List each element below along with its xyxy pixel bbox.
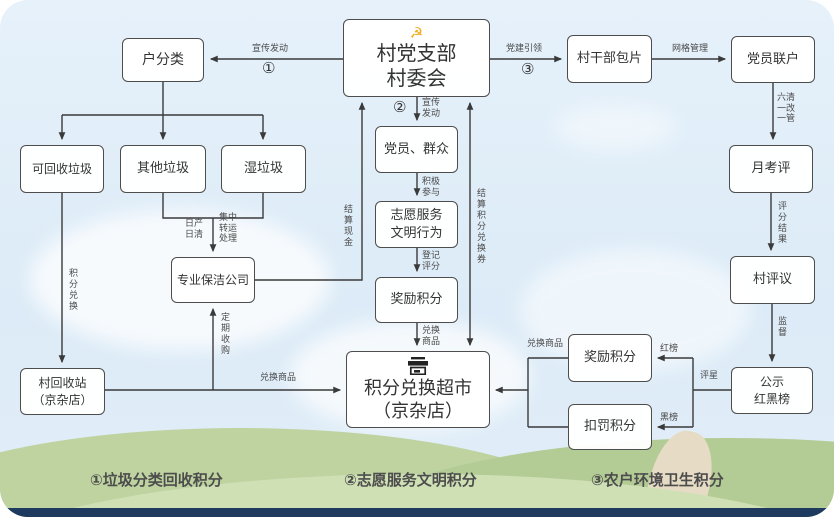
circled-number-3: ③ (521, 60, 535, 78)
node-red-black-list: 公示 红黑榜 (731, 367, 813, 414)
flow-arrows (58, 55, 777, 431)
legend-item-2: ②志愿服务文明积分 (344, 471, 477, 489)
edge-label-promo-center: 宣传发动 (421, 98, 440, 119)
volunteer-line1: 志愿服务 (390, 207, 443, 223)
edge-label-six-clean: 六清一改一管 (776, 93, 795, 124)
edge-label-settle-cash: 结算现金 (342, 204, 352, 248)
party-branch-line2: 村委会 (386, 65, 447, 90)
edge-label-active-join: 积极参与 (421, 177, 440, 198)
reward-points-center-label: 奖励积分 (390, 292, 443, 308)
node-volunteer: 志愿服务 文明行为 (375, 201, 458, 248)
edge-label-exchange-goods-left: 兑换商品 (260, 373, 297, 383)
edge-label-black-list: 黑榜 (660, 413, 679, 423)
edge-label-score-result: 评分结果 (776, 201, 786, 245)
node-penalty-points: 扣罚积分 (568, 404, 652, 450)
cleaning-company-label: 专业保洁公司 (176, 272, 249, 287)
supermarket-line1: 积分兑换超市 (364, 377, 472, 399)
edge-label-points-exchange: 积分兑换 (67, 268, 77, 312)
node-other-garbage: 其他垃圾 (120, 145, 206, 193)
edge-label-daily-clear: 日产日清 (184, 219, 203, 240)
node-wet-garbage: 湿垃圾 (221, 145, 306, 193)
node-party-branch: ☭ 村党支部 村委会 (343, 19, 490, 97)
party-branch-line1: 村党支部 (376, 40, 457, 65)
edge-label-settle-vouchers: 结算积分兑换券 (475, 188, 485, 265)
edge-label-star-rating: 评星 (700, 371, 719, 381)
party-contact-label: 党员联户 (746, 51, 799, 67)
node-village-review: 村评议 (730, 256, 815, 304)
party-emblem-icon: ☭ (409, 23, 424, 42)
edge-label-grid-mgmt: 网格管理 (672, 44, 709, 54)
members-label: 党员、群众 (383, 141, 449, 157)
penalty-points-label: 扣罚积分 (583, 419, 636, 435)
edge-label-register-score: 登记评分 (421, 251, 440, 272)
node-recycle-station: 村回收站 （京杂店） (20, 368, 105, 415)
edge-label-red-list: 红榜 (660, 344, 679, 354)
recycle-station-line1: 村回收站 (38, 376, 87, 391)
cadres-label: 村干部包片 (576, 51, 642, 67)
legend-item-1: ①垃圾分类回收积分 (90, 471, 223, 489)
node-cleaning-company: 专业保洁公司 (171, 257, 255, 303)
circled-number-1: ① (262, 59, 276, 77)
node-cadres: 村干部包片 (567, 35, 652, 83)
wet-garbage-label: 湿垃圾 (243, 161, 283, 177)
monthly-eval-label: 月考评 (751, 161, 791, 177)
household-sort-label: 户分类 (142, 51, 184, 68)
circled-number-2: ② (393, 98, 407, 116)
legend-item-3: ③农户环境卫生积分 (591, 471, 724, 489)
node-members: 党员、群众 (375, 126, 458, 173)
edge-label-supervise: 监督 (776, 316, 786, 338)
edge-label-periodic-buy: 定期收购 (219, 312, 229, 356)
node-party-contact: 党员联户 (731, 36, 815, 83)
edge-label-central-transfer: 集中转运处理 (218, 213, 237, 244)
red-black-list-line1: 公示 (759, 375, 784, 390)
store-icon (408, 356, 428, 375)
village-review-label: 村评议 (752, 272, 792, 288)
node-supermarket: 积分兑换超市 （京杂店） (346, 351, 490, 428)
edge-label-party-lead: 党建引领 (506, 44, 543, 54)
cloud-shape (555, 105, 675, 150)
recycle-station-line2: （京杂店） (32, 392, 93, 407)
reward-points-right-label: 奖励积分 (583, 350, 636, 366)
bottom-border-bar (0, 508, 834, 517)
edge-label-exchange-goods-center: 兑换商品 (421, 326, 440, 347)
volunteer-line2: 文明行为 (390, 225, 443, 241)
edge-label-exchange-goods-right: 兑换商品 (527, 339, 564, 349)
node-reward-points-right: 奖励积分 (568, 334, 652, 382)
node-reward-points-center: 奖励积分 (375, 277, 458, 323)
recyclable-label: 可回收垃圾 (31, 161, 92, 176)
node-recyclable: 可回收垃圾 (20, 145, 104, 193)
node-household-sort: 户分类 (122, 38, 204, 82)
other-garbage-label: 其他垃圾 (136, 161, 189, 177)
supermarket-line2: （京杂店） (373, 400, 463, 422)
edge-label-promo-left: 宣传发动 (252, 44, 289, 54)
node-monthly-eval: 月考评 (729, 145, 813, 193)
red-black-list-line2: 红黑榜 (753, 391, 790, 406)
